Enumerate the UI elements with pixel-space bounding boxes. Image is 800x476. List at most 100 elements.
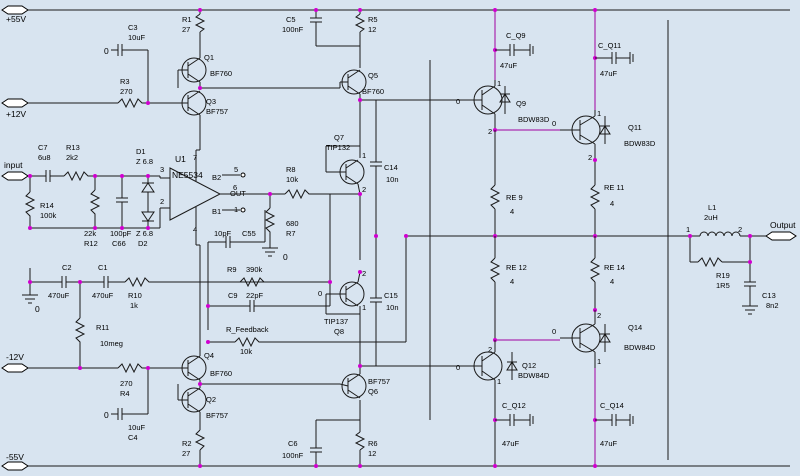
Q8-pin2: 2 [362,269,366,278]
U1-pin6: 6 [233,183,237,192]
Q5-value: BF760 [362,87,384,96]
resistor-R8: R8 10k [284,165,360,200]
resistor-R1: R1 27 [182,10,206,54]
Q7-ref: Q7 [334,133,344,142]
C9-ref: C9 [228,291,238,300]
R11-ref: R11 [96,323,109,332]
ground-left-label: 0 [35,304,40,314]
resistor-R13: R13 2k2 [63,143,95,182]
ground-left: 0 [22,268,40,314]
C55-ref: C55 [242,229,256,238]
transistor-Q12: 0 2 1 Q12 BDW84D [456,340,550,466]
opamp-U1: 3 2 U1 NE5534 OUT B2 B1 5 1 6 7 4 [160,150,285,245]
CQ11-ref: C_Q11 [598,41,621,50]
R3-ref: R3 [120,77,130,86]
resistor-R6: R6 12 [354,400,378,466]
C4-gnd-label: 0 [104,410,109,420]
R12-value: 22k [84,229,96,238]
R7-gnd-label: 0 [283,252,288,262]
R19-ref: R19 [716,271,730,280]
output-port-label: Output [770,220,796,230]
capacitor-C13: C13 8n2 [742,262,779,315]
R8-value: 10k [286,175,298,184]
capacitor-CQ9: C_Q9 47uF [495,31,534,70]
Q14-ref: Q14 [628,323,642,332]
R4-ref: R4 [120,389,130,398]
zener-D2: Z 6.8 D2 [136,202,155,248]
resistor-R14: R14 100k [24,176,57,228]
C5-value: 100nF [282,25,304,34]
Q14-value: BDW84D [624,343,656,352]
Q8-value: TIP137 [324,317,348,326]
Q6-ref: Q6 [368,387,378,396]
RE11-ref: RE 11 [604,183,624,192]
C1-ref: C1 [98,263,108,272]
C7-value: 6u8 [38,153,51,162]
U1-pin3: 3 [160,165,164,174]
C66-value: 100pF [110,229,132,238]
L1-ref: L1 [708,203,716,212]
resistor-RE12: RE 12 4 [489,236,527,340]
Q4-ref: Q4 [204,351,214,360]
Q9-pin2: 2 [488,127,492,136]
transistor-Q7: Q7 TIP132 1 2 [325,133,366,195]
C3-ref: C3 [128,23,138,32]
transistor-Q6: BF757 Q6 [339,365,462,399]
Q12-pin1: 1 [497,377,501,386]
RE12-ref: RE 12 [506,263,527,272]
R5-value: 12 [368,25,376,34]
U1-b2-label: B2 [212,173,221,182]
transistor-Q3: Q3 BF757 [181,90,228,151]
C3-value: 10uF [128,33,146,42]
C13-ref: C13 [762,291,776,300]
capacitor-C9: C9 22pF [208,291,330,312]
Q11-ref: Q11 [628,123,642,132]
capacitor-CQ14: C_Q14 47uF [595,401,634,448]
Q12-pin0: 0 [456,363,460,372]
resistor-R12: 22k R12 [84,176,101,248]
C55-value: 10pF [214,229,232,238]
input-port: input [1,160,40,181]
transistor-Q14: 0 2 1 Q14 BDW84D [552,310,656,368]
Q1-value: BF760 [210,69,232,78]
Q4-value: BF760 [210,369,232,378]
rail-neg12-label: -12V [6,352,24,362]
capacitor-CQ11: C_Q11 47uF [595,41,634,78]
capacitor-C14: C14 10n [370,100,399,236]
CQ14-value: 47uF [600,439,618,448]
Q7-pin2: 2 [362,185,366,194]
C7-ref: C7 [38,143,48,152]
Q9-value: BDW83D [518,115,550,124]
R14-value: 100k [40,211,57,220]
R1-value: 27 [182,25,190,34]
Q6-value: BF757 [368,377,390,386]
Q14-pin0: 0 [552,327,556,336]
transistor-Q9: 0 1 2 Q9 BDW83D [456,79,550,136]
C9-value: 22pF [246,291,264,300]
rail-pos12: +12V [1,98,118,119]
resistor-R7: 680 R7 0 [262,194,299,262]
U1-pin4: 4 [193,225,197,234]
C1-value: 470uF [92,291,114,300]
Q9-pin0: 0 [456,97,460,106]
R13-ref: R13 [66,143,80,152]
rail-neg55: -55V [1,452,790,471]
U1-b1-label: B1 [212,207,221,216]
input-port-label: input [4,160,23,170]
output-port: Output [765,220,797,241]
capacitor-C1: C1 470uF [92,263,125,300]
transistor-Q2: Q2 BF757 [177,380,228,430]
RE9-ref: RE 9 [506,193,523,202]
resistor-R5: R5 12 [354,10,378,68]
resistor-R2: R2 27 [182,429,206,466]
capacitor-C7: C7 6u8 [38,143,64,182]
R19-value: 1R5 [716,281,730,290]
C2-ref: C2 [62,263,72,272]
CQ14-ref: C_Q14 [600,401,624,410]
Q7-value: TIP132 [326,143,350,152]
R10-value: 1k [130,301,138,310]
R5-ref: R5 [368,15,378,24]
U1-value: NE5534 [172,170,203,180]
C2-value: 470uF [48,291,70,300]
